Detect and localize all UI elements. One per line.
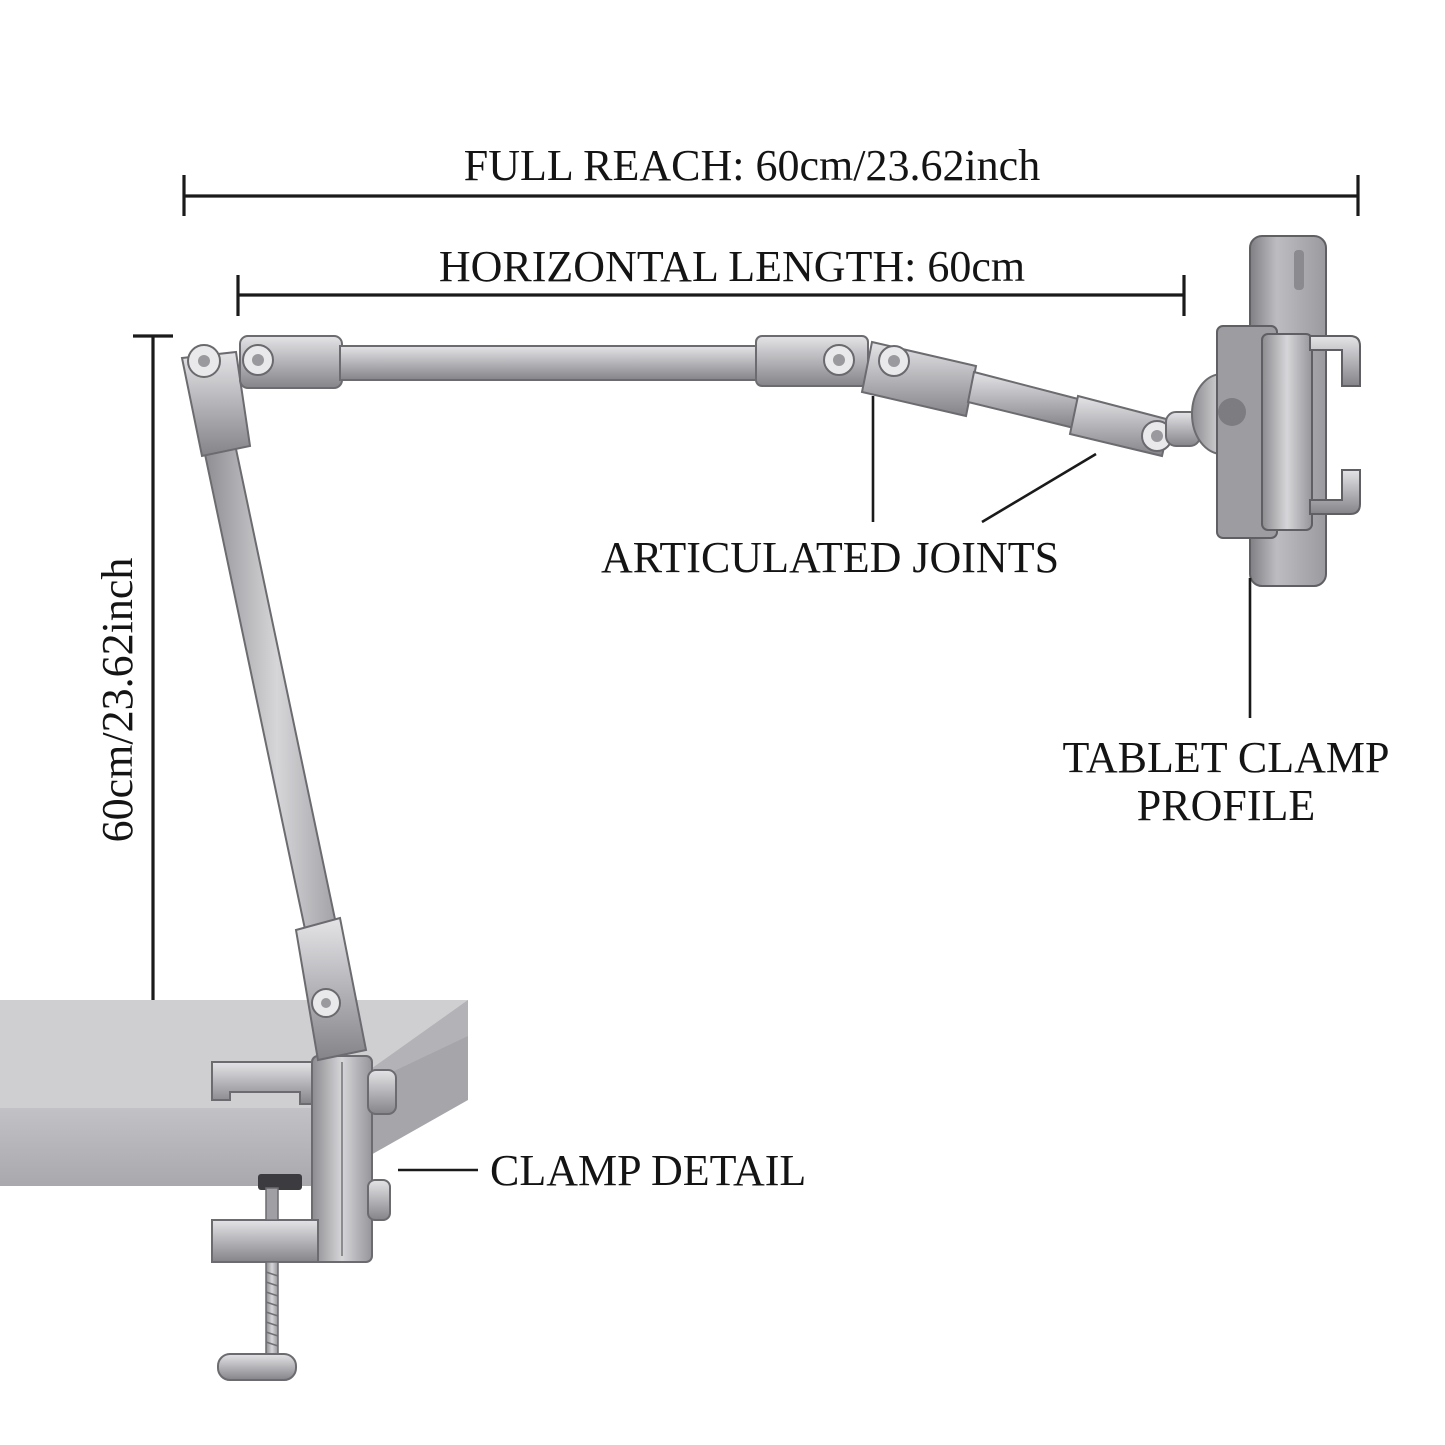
tablet-clamp-callout: TABLET CLAMP PROFILE xyxy=(1063,578,1390,830)
middle-joint-pin xyxy=(823,344,855,376)
base-joint-pin xyxy=(311,988,341,1018)
tablet-holder xyxy=(1216,235,1361,587)
vertical-height-dimension: 60cm/23.62inch xyxy=(93,334,173,1090)
desk-clamp xyxy=(211,1055,397,1381)
full-reach-label: FULL REACH: 60cm/23.62inch xyxy=(464,141,1040,190)
full-reach-dimension: FULL REACH: 60cm/23.62inch xyxy=(182,141,1360,216)
desk-front-edge xyxy=(0,1108,316,1186)
wrist-joint-pin xyxy=(1141,420,1173,452)
forearm-bar xyxy=(966,370,1084,430)
upper-arm-pin xyxy=(242,344,274,376)
articulated-joints-callout: ARTICULATED JOINTS xyxy=(601,396,1097,582)
tablet-clamp-label-line1: TABLET CLAMP xyxy=(1063,733,1390,782)
holder-bottom-hook xyxy=(1309,469,1361,515)
holder-front-plate xyxy=(1261,333,1313,531)
upper-arm-bar xyxy=(339,345,761,381)
clamp-knob-lower xyxy=(367,1179,391,1221)
shoulder-joint-pin xyxy=(187,344,221,378)
clamp-pad xyxy=(258,1174,302,1190)
forearm xyxy=(860,340,1253,458)
tablet-camera xyxy=(1294,250,1304,290)
clamp-detail-callout: CLAMP DETAIL xyxy=(398,1146,806,1195)
articulated-joints-label: ARTICULATED JOINTS xyxy=(601,533,1059,582)
vertical-height-label: 60cm/23.62inch xyxy=(93,558,142,843)
forearm-joint-pin xyxy=(878,345,910,377)
holder-pivot xyxy=(1218,398,1246,426)
upper-arm xyxy=(187,335,869,389)
lower-arm xyxy=(180,350,368,1062)
horizontal-length-label: HORIZONTAL LENGTH: 60cm xyxy=(439,242,1025,291)
clamp-detail-label: CLAMP DETAIL xyxy=(490,1146,806,1195)
clamp-lower-jaw xyxy=(211,1219,319,1263)
forearm-joint-block xyxy=(860,340,978,418)
holder-top-hook xyxy=(1309,335,1361,387)
clamp-knob-upper xyxy=(367,1069,397,1115)
articulated-joints-leader-2 xyxy=(981,452,1097,524)
horizontal-length-dimension: HORIZONTAL LENGTH: 60cm xyxy=(236,242,1186,316)
tablet-clamp-label-line2: PROFILE xyxy=(1137,781,1315,830)
clamp-thumb-screw xyxy=(217,1353,297,1381)
